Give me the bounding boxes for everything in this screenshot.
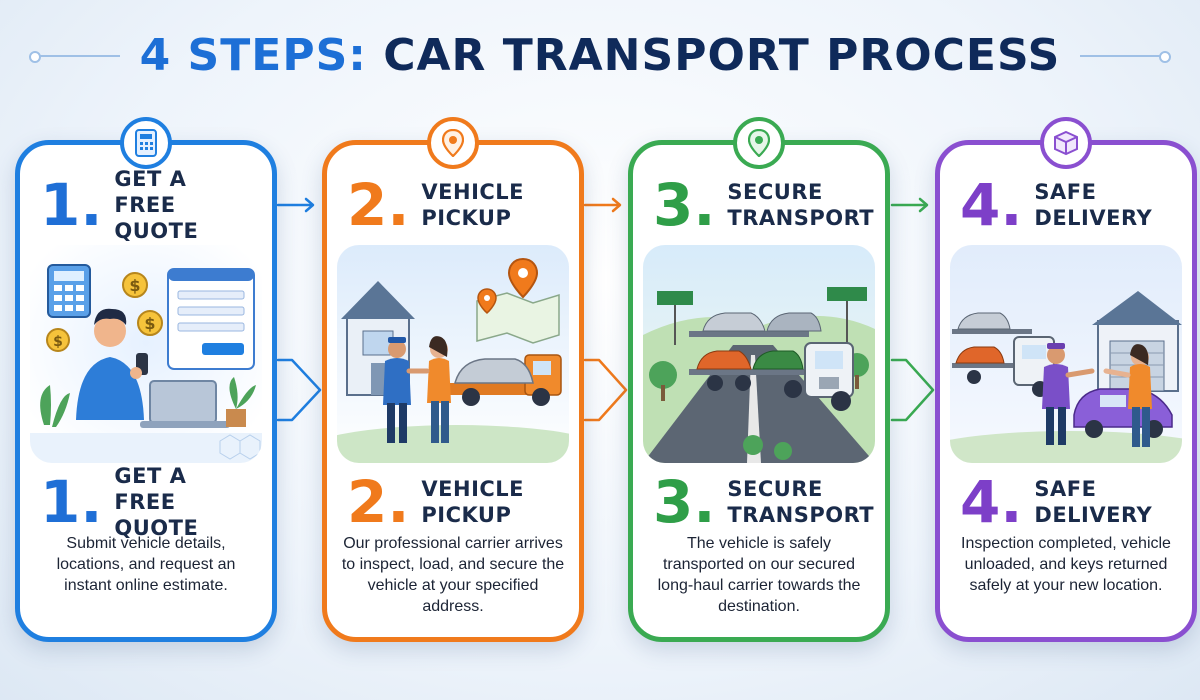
step-description: Inspection completed, vehicle unloaded, … (961, 535, 1171, 594)
title-number: 4 STEPS: (139, 30, 367, 81)
step-number: 3. (653, 468, 716, 536)
calculator-icon (120, 117, 172, 169)
heading-line-2: PICKUP (421, 206, 512, 230)
location-pin-icon (733, 117, 785, 169)
step-number: 1. (40, 468, 103, 536)
heading-line-2: TRANSPORT (727, 206, 875, 230)
title-text: CAR TRANSPORT PROCESS (383, 30, 1061, 81)
heading-line-2: FREE QUOTE (114, 193, 199, 243)
heading-line-1: SAFE (1034, 180, 1097, 204)
step-description: Our professional carrier arrives to insp… (341, 535, 565, 615)
svg-text:$: $ (129, 276, 140, 295)
title-decoration-left (29, 51, 120, 63)
heading-line-1: SECURE (727, 477, 823, 501)
transport-illustration (643, 245, 875, 463)
heading-line-2: DELIVERY (1034, 206, 1153, 230)
quote-illustration: $ $ $ (30, 245, 262, 463)
step-number: 2. (347, 468, 410, 536)
package-icon (1040, 117, 1092, 169)
svg-text:$: $ (53, 334, 63, 350)
heading-line-1: GET A (114, 464, 187, 488)
heading-line-1: SECURE (727, 180, 823, 204)
heading-line-1: VEHICLE (421, 477, 525, 501)
heading-line-2: TRANSPORT (727, 503, 875, 527)
heading-line-1: GET A (114, 167, 187, 191)
heading-line-2: PICKUP (421, 503, 512, 527)
step-number: 4. (960, 468, 1023, 536)
heading-line-2: DELIVERY (1034, 503, 1153, 527)
pickup-illustration (337, 245, 569, 463)
heading-line-1: VEHICLE (421, 180, 525, 204)
step-number: 1. (40, 171, 103, 239)
heading-line-2: FREE QUOTE (114, 490, 199, 540)
heading-line-1: SAFE (1034, 477, 1097, 501)
step-description: The vehicle is safely transported on our… (657, 535, 861, 615)
location-pin-icon (427, 117, 479, 169)
delivery-illustration (950, 245, 1182, 463)
step-number: 2. (347, 171, 410, 239)
step-description: Submit vehicle details, locations, and r… (56, 535, 236, 594)
svg-text:$: $ (144, 314, 155, 333)
page-title: 4 STEPS: CAR TRANSPORT PROCESS (0, 30, 1200, 81)
step-number: 4. (960, 171, 1023, 239)
step-number: 3. (653, 171, 716, 239)
title-decoration-right (1080, 51, 1171, 63)
